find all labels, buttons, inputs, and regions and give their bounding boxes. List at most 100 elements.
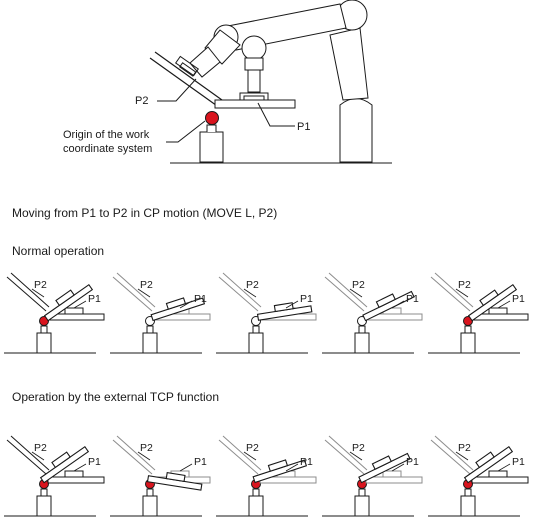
step-active-gripper [267,459,289,472]
step-label-p2: P2 [246,279,259,291]
robot-arm [189,0,373,163]
step-label-p1: P1 [406,456,419,468]
step-label-p1: P1 [88,293,101,305]
step-pedestal [142,495,158,517]
normal-operation-heading: Normal operation [12,244,105,258]
step-pedestal [142,332,158,354]
leader-p2 [157,78,197,102]
step-pedestal [36,332,52,354]
step-p2-leader [31,451,45,461]
step-stand [464,325,472,334]
step-active-gripper [51,451,71,469]
step-p2-leader [137,288,151,298]
top-figure [149,0,392,164]
step-p1-leader [285,463,299,472]
step-p1-leader [73,300,87,309]
step-label-p2: P2 [140,279,153,291]
step-active-hand [467,283,518,322]
step-p2-hand [218,276,259,312]
step-label-p2: P2 [34,279,47,291]
step-pedestal [36,495,52,517]
step-active-gripper [55,289,75,307]
step-p2-leader [455,451,469,461]
step-p2-hand [324,276,365,312]
leader-p1 [257,102,295,127]
step-p2-hand [6,276,47,312]
step-active-gripper [371,455,392,471]
origin-label-line2: coordinate system [63,143,152,155]
step-label-p1: P1 [512,456,525,468]
step-active-gripper [479,289,499,307]
step-stand [358,488,366,497]
step-pedestal [354,495,370,517]
step-p1-gripper [488,307,508,315]
step-label-p2: P2 [34,442,47,454]
step-active-hand [150,297,206,322]
step-p2-hand [6,439,47,475]
step-active-gripper [165,471,186,482]
step-p2-hand-edge [116,272,156,308]
step-pedestal [460,495,476,517]
step-p2-hand [324,439,365,475]
step-label-p2: P2 [352,279,365,291]
robot-lower-arm [329,27,369,101]
step-active-hand [362,290,415,322]
step-label-p1: P1 [300,456,313,468]
step-label-p2: P2 [458,442,471,454]
step-p2-leader [349,288,363,298]
step-p2-hand [112,439,153,475]
step-active-hand [463,445,514,484]
step-p1-gripper [64,307,84,315]
step-p2-hand-edge [434,272,474,308]
robot-base [339,98,373,163]
origin-stand [206,124,217,132]
step-pedestal [248,332,264,354]
step-p2-hand-edge [328,272,368,308]
step-stand [358,325,366,334]
robot-tool-2 [247,69,261,93]
step-p1-gripper [382,470,402,478]
step-p2-hand-edge [116,435,156,471]
step-active-hand [39,445,90,484]
step-label-p1: P1 [300,293,313,305]
robot-wrist-joint-2 [241,35,267,61]
step-p2-leader [243,451,257,461]
step-stand [464,488,472,497]
step-label-p2: P2 [246,442,259,454]
step-p2-hand-edge [10,435,50,471]
external-tcp-heading: Operation by the external TCP function [12,390,220,404]
top-label-p2: P2 [135,95,148,107]
step-pedestal [460,332,476,354]
step-stand [146,488,154,497]
step-p2-leader [31,288,45,298]
step-p1-hand [471,476,529,484]
step-p1-gripper [64,470,84,478]
step-p2-hand-edge [434,435,474,471]
step-p2-leader [137,451,151,461]
step-stand [40,325,48,334]
origin-ball [205,111,219,125]
origin-pedestal [199,131,224,163]
step-p1-hand [365,476,423,484]
step-p1-leader [391,300,405,309]
step-p1-leader [73,463,87,472]
step-active-gripper [165,297,187,310]
step-p1-leader [179,463,193,472]
step-p2-hand [430,439,471,475]
origin-label-line1: Origin of the work [63,129,150,141]
step-label-p1: P1 [194,293,207,305]
step-active-hand [256,302,313,321]
top-figure-labels: P2 P1 Origin of the work coordinate syst… [63,95,310,155]
step-p2-hand-edge [222,272,262,308]
step-pedestal [354,332,370,354]
robot-flange-2 [244,57,264,71]
step-p2-hand-edge [222,435,262,471]
step-p1-hand [47,476,105,484]
step-label-p1: P1 [194,456,207,468]
step-p2-hand-edge [10,272,50,308]
